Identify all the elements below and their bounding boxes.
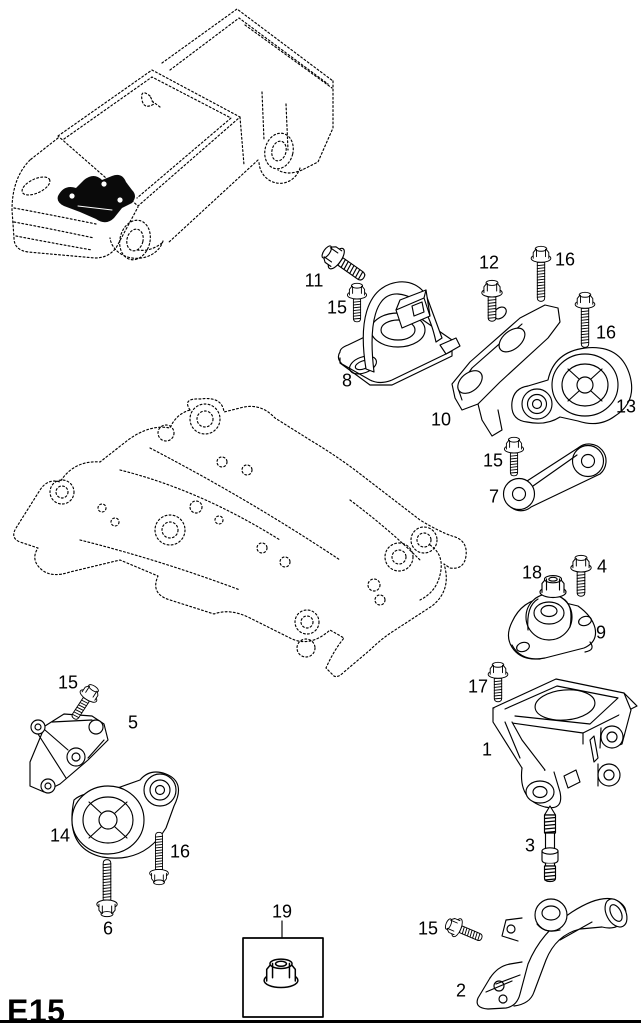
callout-9: 9 [595, 622, 607, 643]
callout-15-c: 15 [417, 918, 439, 939]
callout-19: 19 [271, 901, 293, 922]
callout-1: 1 [481, 739, 493, 760]
callout-16-a: 16 [554, 249, 576, 270]
engine-bracket-illustration [492, 678, 638, 809]
support-arm-illustration [476, 897, 628, 1010]
mount-cushion-illustration [507, 593, 597, 660]
callout-8: 8 [341, 370, 353, 391]
callout-11: 11 [304, 270, 324, 291]
callout-15-d: 15 [57, 672, 79, 693]
callout-5: 5 [127, 712, 139, 733]
bottom-rule [0, 1020, 641, 1023]
drawing-code: E15 [7, 993, 66, 1024]
callout-2: 2 [455, 980, 467, 1001]
callout-13: 13 [615, 396, 637, 417]
bolt-15-icon-b [503, 436, 525, 477]
callout-3: 3 [524, 835, 536, 856]
bolt-15-icon-c [442, 913, 486, 948]
van-outline-illustration [11, 8, 334, 261]
double-ended-stud-icon [541, 805, 559, 883]
callout-16-c: 16 [169, 841, 191, 862]
bolt-6-icon [96, 859, 118, 918]
bolt-16-icon-a [530, 245, 552, 302]
rear-mount-13-illustration [511, 346, 633, 425]
torque-link-illustration [502, 443, 607, 512]
bolt-12-icon [481, 279, 503, 322]
callout-18: 18 [521, 562, 543, 583]
callout-16-b: 16 [595, 322, 617, 343]
bolt-11-icon [316, 239, 372, 289]
engine-mount-clamp-illustration [337, 281, 461, 386]
highlighted-engine-mount-area [57, 174, 135, 223]
subframe-outline-illustration [13, 397, 467, 678]
callout-10: 10 [430, 409, 452, 430]
bolt-15-icon-a [346, 282, 368, 323]
rear-mount-14-illustration [71, 771, 180, 859]
callout-15-a: 15 [326, 297, 348, 318]
support-bracket-illustration [451, 304, 561, 437]
callout-4: 4 [596, 556, 608, 577]
bolt-17-icon [487, 661, 509, 703]
nut-18-icon [539, 575, 567, 599]
callout-12: 12 [478, 252, 500, 273]
callout-15-b: 15 [482, 450, 504, 471]
bolt-16-icon-b [574, 291, 596, 348]
callout-14: 14 [49, 825, 71, 846]
bolt-4-icon [570, 554, 592, 597]
callout-6: 6 [102, 918, 114, 939]
gearbox-bracket-illustration [29, 713, 109, 794]
callout-7: 7 [488, 486, 500, 507]
callout-17: 17 [467, 676, 489, 697]
nut-19-box [242, 920, 324, 1018]
